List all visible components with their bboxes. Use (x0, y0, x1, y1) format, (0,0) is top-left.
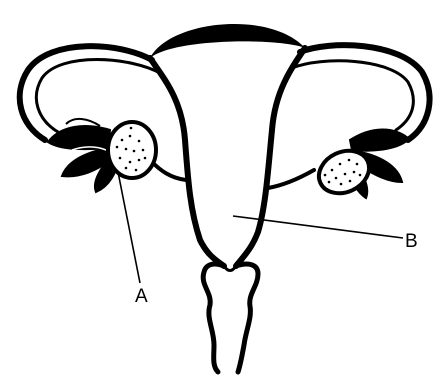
label-a: A (135, 287, 148, 306)
uterine-fundus (150, 24, 305, 58)
pointer-line-a (118, 172, 140, 283)
right-tube-connection (268, 170, 314, 188)
vagina-right-wall (236, 264, 258, 372)
vagina-left-wall (203, 264, 224, 372)
left-ovary (108, 122, 156, 178)
uterus-left-wall (150, 58, 224, 266)
uterus-right-wall (236, 48, 305, 266)
right-tube-outer-line (300, 45, 430, 140)
left-tube-inner-line (36, 60, 162, 133)
right-tube-inner-line (292, 61, 413, 130)
cervical-os (224, 266, 236, 271)
label-b: B (405, 232, 418, 251)
left-tube-connection (152, 162, 186, 180)
